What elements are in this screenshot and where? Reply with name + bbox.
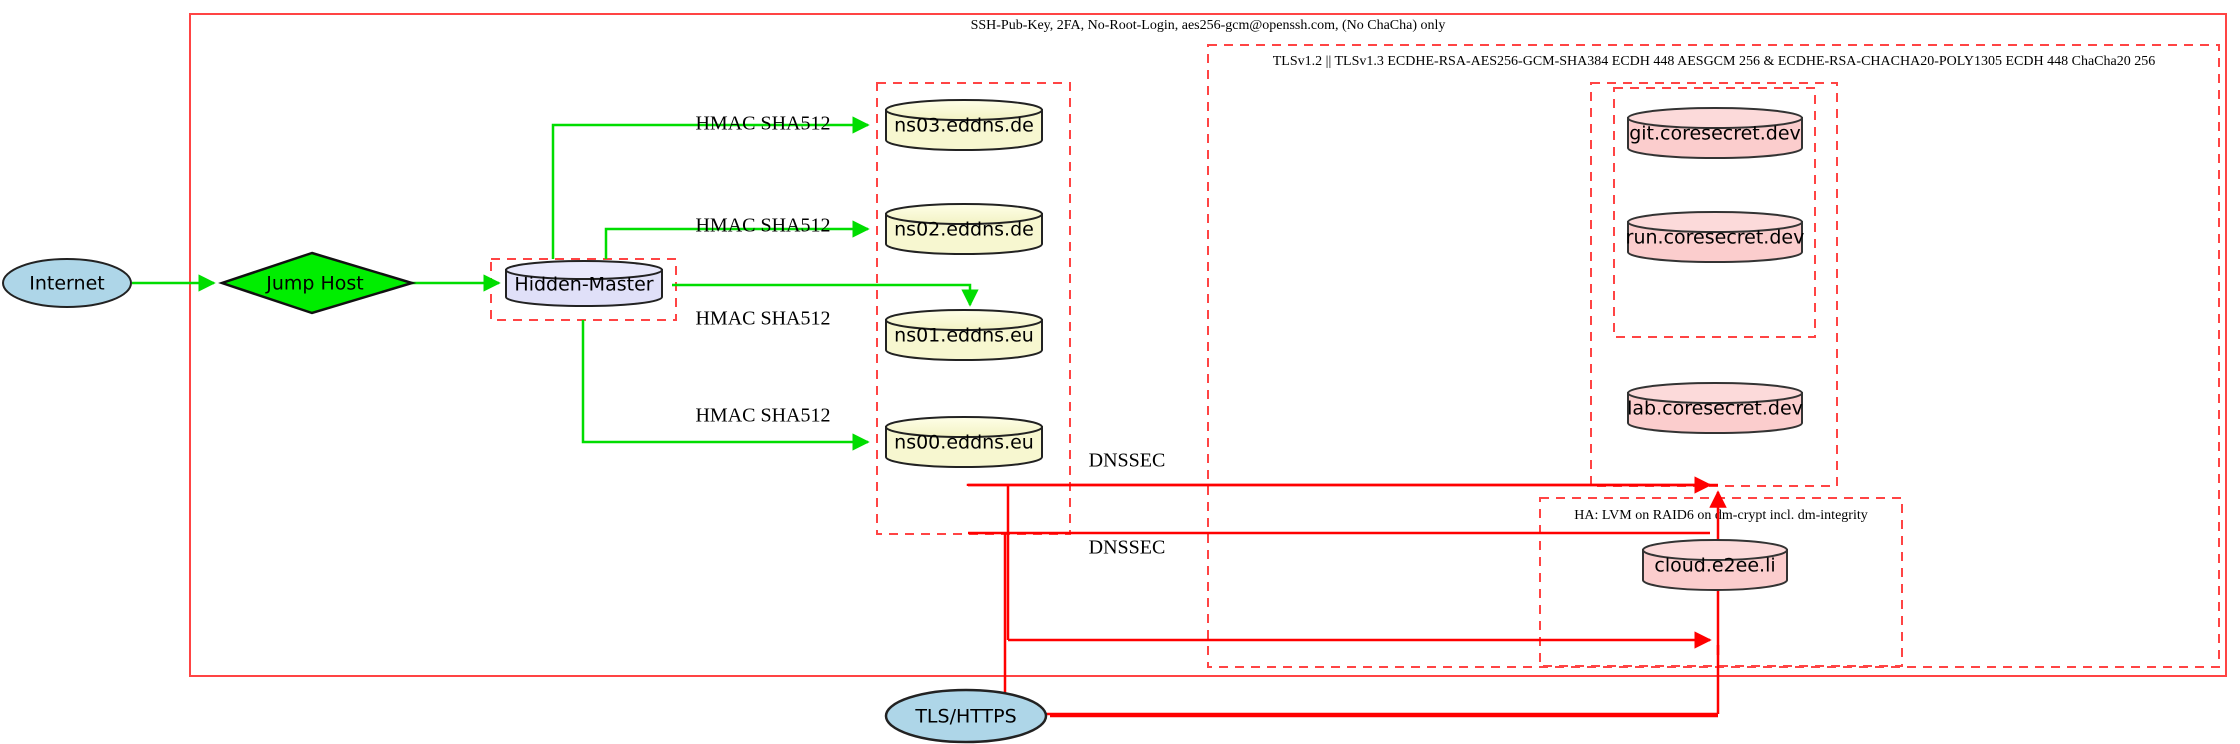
node-cloud-e2ee-label: cloud.e2ee.li [1654, 555, 1775, 577]
node-hidden-master-label: Hidden-Master [514, 274, 653, 296]
edge-hiddenmaster-ns02: HMAC SHA512 [604, 215, 870, 259]
edge-label-hmac-ns01: HMAC SHA512 [695, 308, 830, 330]
node-lab-coresecret[interactable]: lab.coresecret.dev [1627, 382, 1803, 434]
edge-tls-coresecret [966, 490, 1727, 716]
edge-label-hmac-ns00: HMAC SHA512 [695, 405, 830, 427]
cluster-tls: TLSv1.2 || TLSv1.3 ECDHE-RSA-AES256-GCM-… [1207, 44, 2220, 668]
edge-tls-ha [1003, 533, 1720, 714]
node-internet-label: Internet [29, 273, 104, 295]
node-cloud-e2ee[interactable]: cloud.e2ee.li [1642, 539, 1788, 591]
cluster-services [1613, 87, 1816, 338]
cluster-outer-ssh: SSH-Pub-Key, 2FA, No-Root-Login, aes256-… [189, 13, 2227, 677]
edge-dnssec-verticals [1006, 485, 1712, 649]
edge-dnssec-lower: DNSSEC [968, 531, 1710, 559]
node-jumphost[interactable]: Jump Host [218, 251, 417, 315]
cluster-ha-label: HA: LVM on RAID6 on dm-crypt incl. dm-in… [1574, 508, 1867, 523]
node-run-coresecret[interactable]: run.coresecret.dev [1626, 211, 1805, 263]
edge-hiddenmaster-ns01: HMAC SHA512 [672, 283, 979, 330]
node-git-coresecret-label: git.coresecret.dev [1629, 123, 1801, 145]
edge-label-hmac-ns02: HMAC SHA512 [695, 215, 830, 237]
edge-hiddenmaster-ns03: HMAC SHA512 [551, 113, 870, 259]
node-ns02[interactable]: ns02.eddns.de [885, 203, 1043, 255]
node-ns03-label: ns03.eddns.de [894, 115, 1034, 137]
edge-hiddenmaster-ns00: HMAC SHA512 [581, 320, 870, 451]
node-git-coresecret[interactable]: git.coresecret.dev [1627, 107, 1803, 159]
node-ns00[interactable]: ns00.eddns.eu [885, 416, 1043, 468]
node-ns03[interactable]: ns03.eddns.de [885, 99, 1043, 151]
node-tls-https-label: TLS/HTTPS [914, 706, 1016, 728]
node-jumphost-label: Jump Host [265, 273, 364, 295]
node-tls-https[interactable]: TLS/HTTPS [884, 688, 1048, 744]
node-run-coresecret-label: run.coresecret.dev [1626, 227, 1805, 249]
cluster-tls-label: TLSv1.2 || TLSv1.3 ECDHE-RSA-AES256-GCM-… [1273, 54, 2155, 69]
node-ns01-label: ns01.eddns.eu [894, 325, 1034, 347]
cluster-outer-ssh-label: SSH-Pub-Key, 2FA, No-Root-Login, aes256-… [971, 18, 1446, 33]
edge-dnssec-upper: DNSSEC [966, 450, 1718, 494]
node-hidden-master[interactable]: Hidden-Master [505, 260, 663, 307]
edge-label-dnssec-lower: DNSSEC [1089, 537, 1166, 559]
node-lab-coresecret-label: lab.coresecret.dev [1627, 398, 1803, 420]
node-ns02-label: ns02.eddns.de [894, 219, 1034, 241]
node-internet[interactable]: Internet [2, 258, 132, 308]
node-ns00-label: ns00.eddns.eu [894, 432, 1034, 454]
edge-label-hmac-ns03: HMAC SHA512 [695, 113, 830, 135]
edge-label-dnssec-upper: DNSSEC [1089, 450, 1166, 472]
node-ns01[interactable]: ns01.eddns.eu [885, 309, 1043, 361]
